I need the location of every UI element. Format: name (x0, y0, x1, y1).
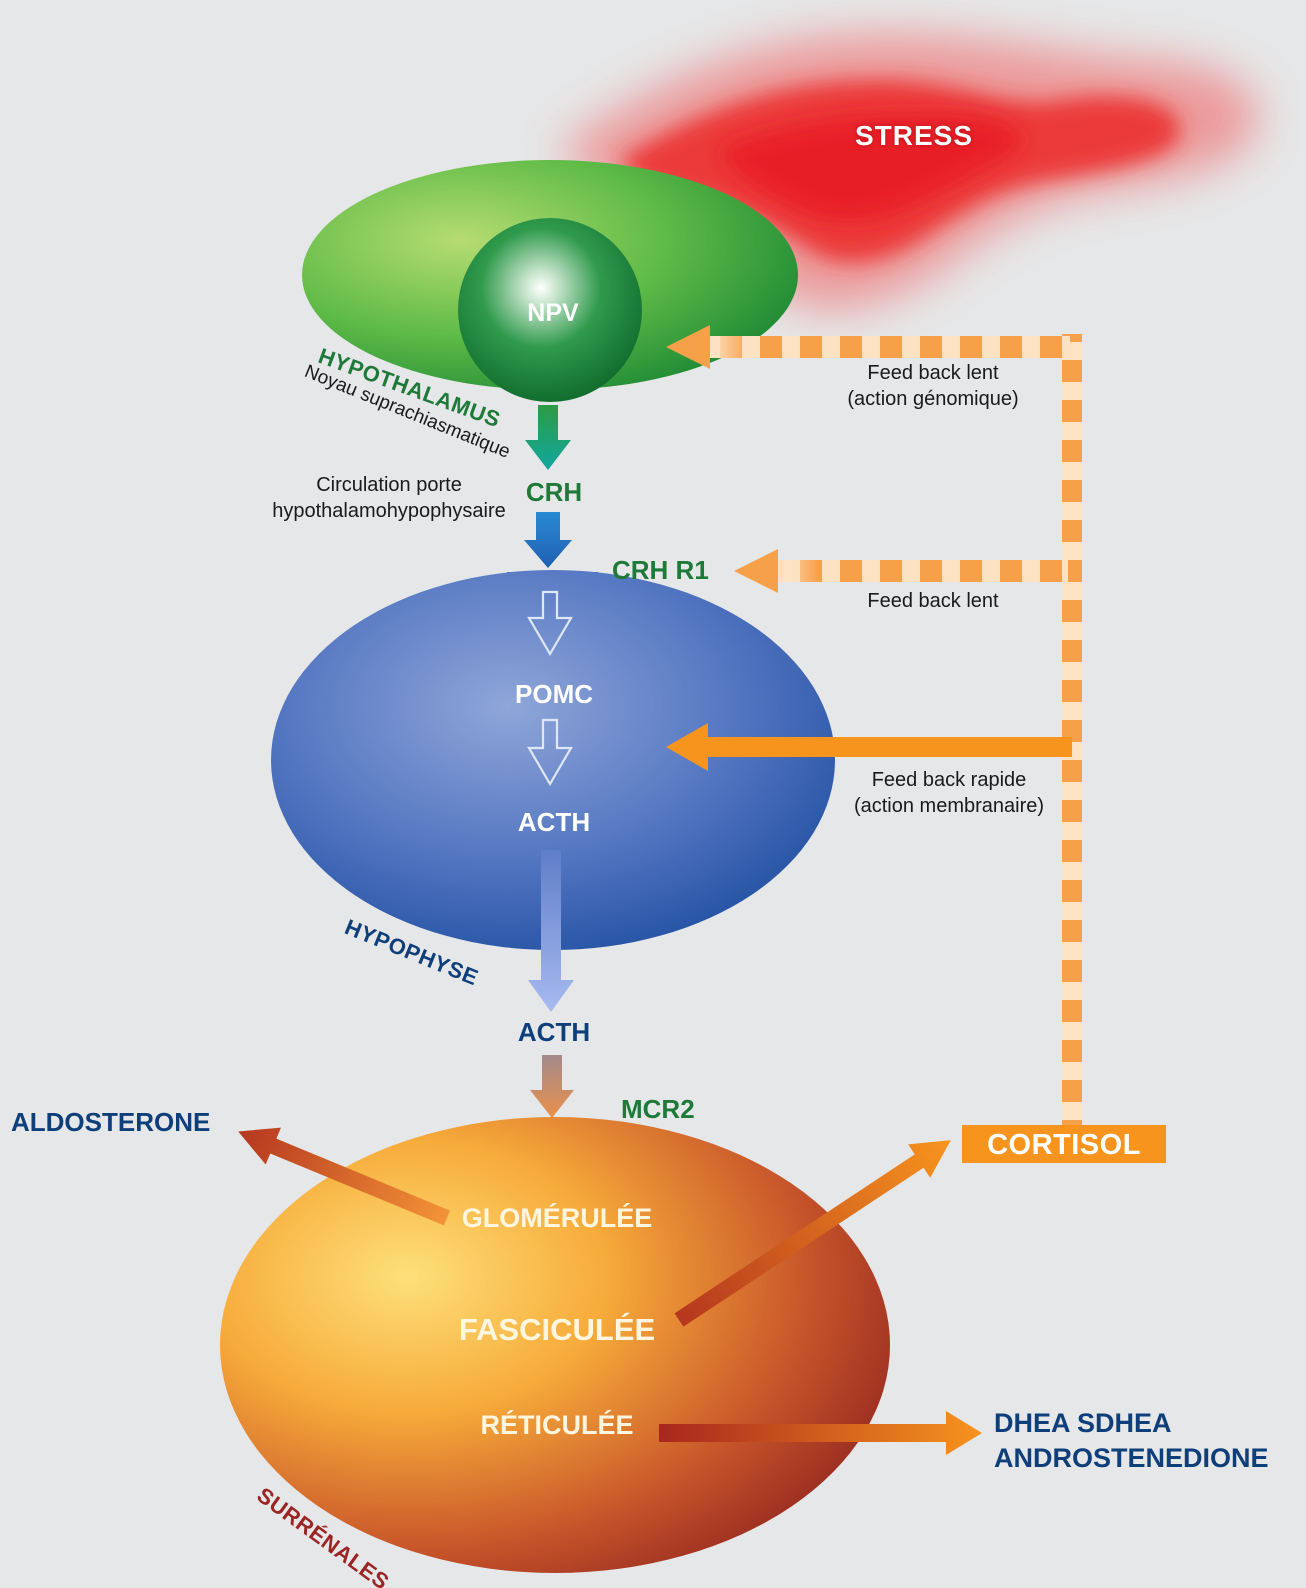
crh-to-pomc-arrow (527, 590, 573, 657)
pomc-label: POMC (515, 679, 593, 709)
aldosterone-arrow (238, 1127, 451, 1226)
acth-pituitary-label: ACTH (517, 807, 591, 837)
npv-nucleus (458, 218, 642, 402)
fasciculee-label: FASCICULÉE (458, 1312, 656, 1347)
cortisol-release-arrow (674, 1140, 951, 1327)
aldosterone-label: ALDOSTERONE (11, 1107, 211, 1137)
androgens-line-1: DHEA SDHEA (994, 1408, 1172, 1438)
stress-label: STRESS (854, 120, 974, 151)
feedback-slow-genomic-arrow (666, 325, 1070, 369)
pomc-to-acth-arrow (527, 718, 573, 787)
feedback-slow-genomic-line-2: (action génomique) (847, 388, 1019, 410)
feedback-rapid-line-1: Feed back rapide (871, 769, 1027, 791)
feedback-slow-arrow (734, 549, 1068, 593)
androgens-release-arrow (659, 1411, 982, 1455)
crh-release-arrow (525, 405, 571, 470)
feedback-slow-label: Feed back lent (867, 590, 999, 612)
feedback-rapid-arrow (666, 723, 1072, 771)
cortisol-box (962, 1125, 1166, 1163)
feedback-slow-genomic-line-1: Feed back lent (867, 362, 999, 384)
crh-label: CRH (525, 477, 583, 507)
acth-to-mcr2-arrow (530, 1055, 574, 1118)
feedback-slow-genomic-label: Feed back lent (action génomique) (833, 360, 1033, 412)
crh-r1-label: CRH R1 (612, 555, 709, 585)
portal-circulation-label: Circulation porte hypothalamohypophysair… (263, 472, 515, 524)
feedback-rapid-label: Feed back rapide (action membranaire) (838, 767, 1060, 819)
feedback-vertical-line (1062, 334, 1082, 1130)
portal-line-2: hypothalamohypophysaire (272, 500, 506, 522)
portal-line-1: Circulation porte (316, 474, 462, 496)
acth-circulating-label: ACTH (517, 1017, 591, 1047)
glomerulee-label: GLOMÉRULÉE (461, 1203, 653, 1233)
portal-circulation-arrow (524, 512, 572, 568)
feedback-rapid-line-2: (action membranaire) (853, 795, 1045, 817)
adrenal-body (220, 1117, 890, 1573)
cortisol-label: CORTISOL (987, 1129, 1141, 1161)
npv-label: NPV (527, 299, 579, 327)
androgens-line-2: ANDROSTENEDIONE (994, 1443, 1269, 1473)
reticulee-label: RÉTICULÉE (480, 1410, 634, 1440)
pituitary-body (271, 570, 835, 950)
mcr2-label: MCR2 (621, 1094, 695, 1124)
acth-secretion-arrow (528, 850, 574, 1012)
androgens-label: DHEA SDHEA ANDROSTENEDIONE (994, 1406, 1269, 1476)
